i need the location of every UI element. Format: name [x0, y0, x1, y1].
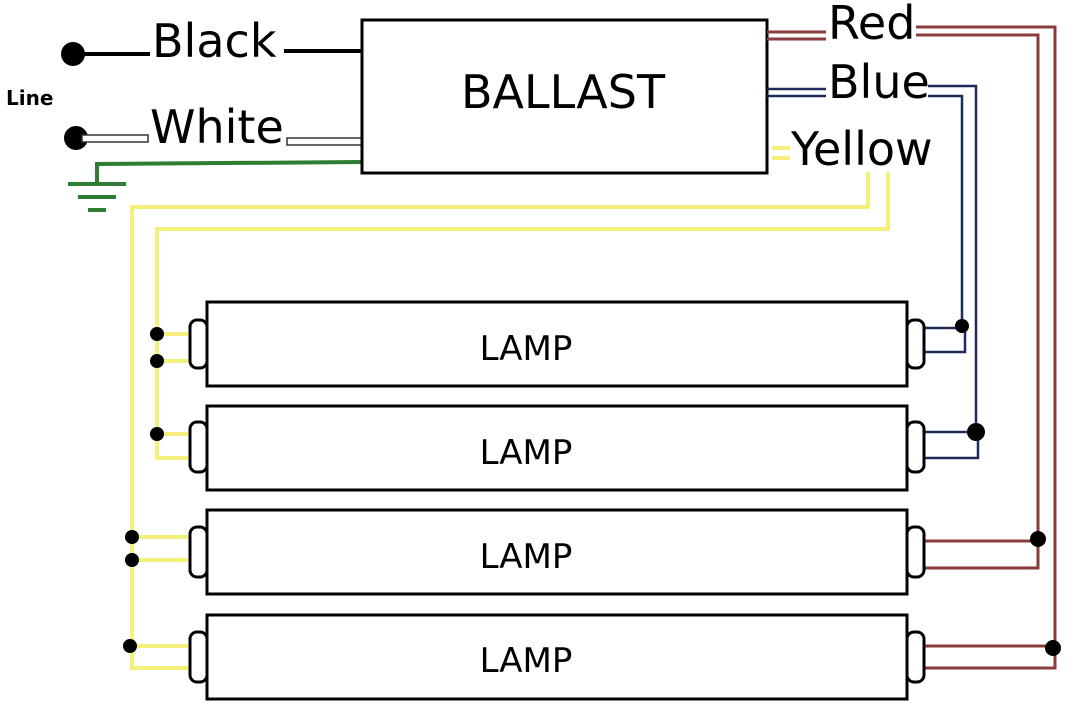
- blue-wire-lamp1-bottom: [925, 326, 967, 354]
- yellow-wire-lamp2-bottom: [155, 434, 188, 460]
- lamp-right-cap: [905, 318, 926, 370]
- red-wire-lamp3-bottom: [925, 539, 1040, 570]
- junction-dot: [967, 423, 985, 441]
- lamp-label: LAMP: [480, 641, 573, 681]
- red-wire-outer: [916, 25, 1057, 648]
- lamp-4: LAMP: [188, 613, 926, 701]
- white-wire-left: [81, 134, 149, 143]
- lamp-right-cap: [905, 630, 926, 684]
- blue-wire-label: Blue: [828, 55, 930, 109]
- lamp-1: LAMP: [188, 300, 926, 388]
- yellow-wire-lamp4-bottom: [130, 646, 188, 670]
- lamp-left-cap: [188, 420, 209, 474]
- ballast-label: BALLAST: [461, 65, 666, 119]
- lamp-right-cap: [905, 525, 926, 579]
- lamp-label: LAMP: [480, 433, 573, 473]
- yellow-wire-label: Yellow: [790, 122, 933, 176]
- junction-dot: [1045, 640, 1061, 656]
- blue-wire-inner: [928, 94, 964, 326]
- lamp-tube: [205, 404, 909, 492]
- lamp-left-cap: [188, 318, 209, 370]
- junction-dot: [125, 530, 139, 544]
- junction-dot: [1030, 531, 1046, 547]
- black-wire-label: Black: [152, 14, 277, 68]
- lamp-tube: [205, 508, 909, 596]
- junction-dot: [955, 319, 969, 333]
- white-terminal-dot: [64, 126, 88, 150]
- red-wire-label: Red: [828, 0, 915, 50]
- lamp-right-cap: [905, 420, 926, 474]
- red-wire-lamp4-bottom: [925, 648, 1057, 670]
- lamp-3: LAMP: [188, 508, 926, 596]
- junction-dot: [150, 427, 164, 441]
- red-wires: [767, 25, 1057, 670]
- junction-dots: [123, 319, 1061, 656]
- blue-wire-outer: [928, 84, 978, 432]
- lamp-tube: [205, 613, 909, 701]
- junction-dot: [150, 354, 164, 368]
- lamp-2: LAMP: [188, 404, 926, 492]
- ground-wire: [95, 160, 363, 184]
- ballast-box: [360, 18, 769, 175]
- white-wire-label: White: [150, 100, 284, 154]
- junction-dot: [150, 327, 164, 341]
- lamp-left-cap: [188, 525, 209, 579]
- blue-wires: [767, 84, 980, 460]
- junction-dot: [123, 639, 137, 653]
- lamp-tube: [205, 300, 909, 388]
- yellow-wire-outer: [130, 172, 870, 646]
- red-wire-inner: [916, 33, 1040, 539]
- line-label: Line: [6, 86, 53, 110]
- lamp-label: LAMP: [480, 329, 573, 369]
- lamp-left-cap: [188, 630, 209, 684]
- lamp-label: LAMP: [480, 537, 573, 577]
- junction-dot: [125, 553, 139, 567]
- white-wire-right: [286, 137, 363, 146]
